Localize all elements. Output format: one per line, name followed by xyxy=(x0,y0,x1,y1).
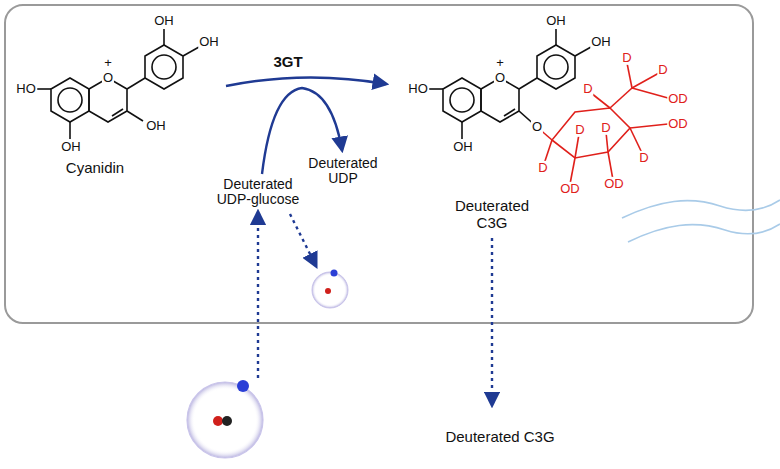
product-name: Deuterated C3G xyxy=(444,429,555,446)
cell-outline xyxy=(5,5,753,323)
charge-label: + xyxy=(495,56,505,70)
release-arrow xyxy=(290,214,316,266)
deuterium-label: OD xyxy=(667,92,689,106)
cofactor-name: Deuterated UDP-glucose xyxy=(211,177,305,208)
enzyme-name: 3GT xyxy=(272,54,303,71)
atom-label: O xyxy=(531,120,543,134)
atom-label: OH xyxy=(60,140,82,154)
deuterium-label: D xyxy=(600,121,611,135)
deuterium-label: OD xyxy=(603,177,625,191)
wave-line xyxy=(628,224,780,242)
charge-label: + xyxy=(103,56,113,70)
atom-label: OH xyxy=(545,14,567,28)
atom-label: O xyxy=(494,71,506,85)
atom-label: OH xyxy=(153,14,175,28)
product-name: Deuterated C3G xyxy=(444,198,541,231)
deuterium-label: D xyxy=(537,161,548,175)
deuterium-label: D xyxy=(574,123,585,137)
atom-deuterium xyxy=(187,380,263,458)
export-arrow xyxy=(491,238,493,405)
wave-line xyxy=(622,200,780,218)
atom-label: OH xyxy=(198,35,220,49)
atom-small xyxy=(312,270,348,309)
atom-label: OH xyxy=(452,140,474,154)
atom-label: OH xyxy=(145,119,167,133)
atom-label: HO xyxy=(15,82,37,96)
deuterium-label: D xyxy=(582,82,593,96)
reaction-arrow xyxy=(226,77,386,86)
atom-label: HO xyxy=(407,82,429,96)
deuterium-label: D xyxy=(621,51,632,65)
cyanidin-structure xyxy=(35,29,199,139)
uptake-arrow xyxy=(257,212,259,378)
atom-label: O xyxy=(102,71,114,85)
byproduct-name: Deuterated UDP xyxy=(302,156,384,187)
deuterium-label: OD xyxy=(559,182,581,196)
deuterium-label: OD xyxy=(667,117,689,131)
atom-label: OH xyxy=(590,35,612,49)
deuterium-label: D xyxy=(638,151,649,165)
glucose-ring xyxy=(537,63,668,184)
deuterium-label: D xyxy=(657,63,668,77)
compound-name: Cyanidin xyxy=(65,160,125,177)
